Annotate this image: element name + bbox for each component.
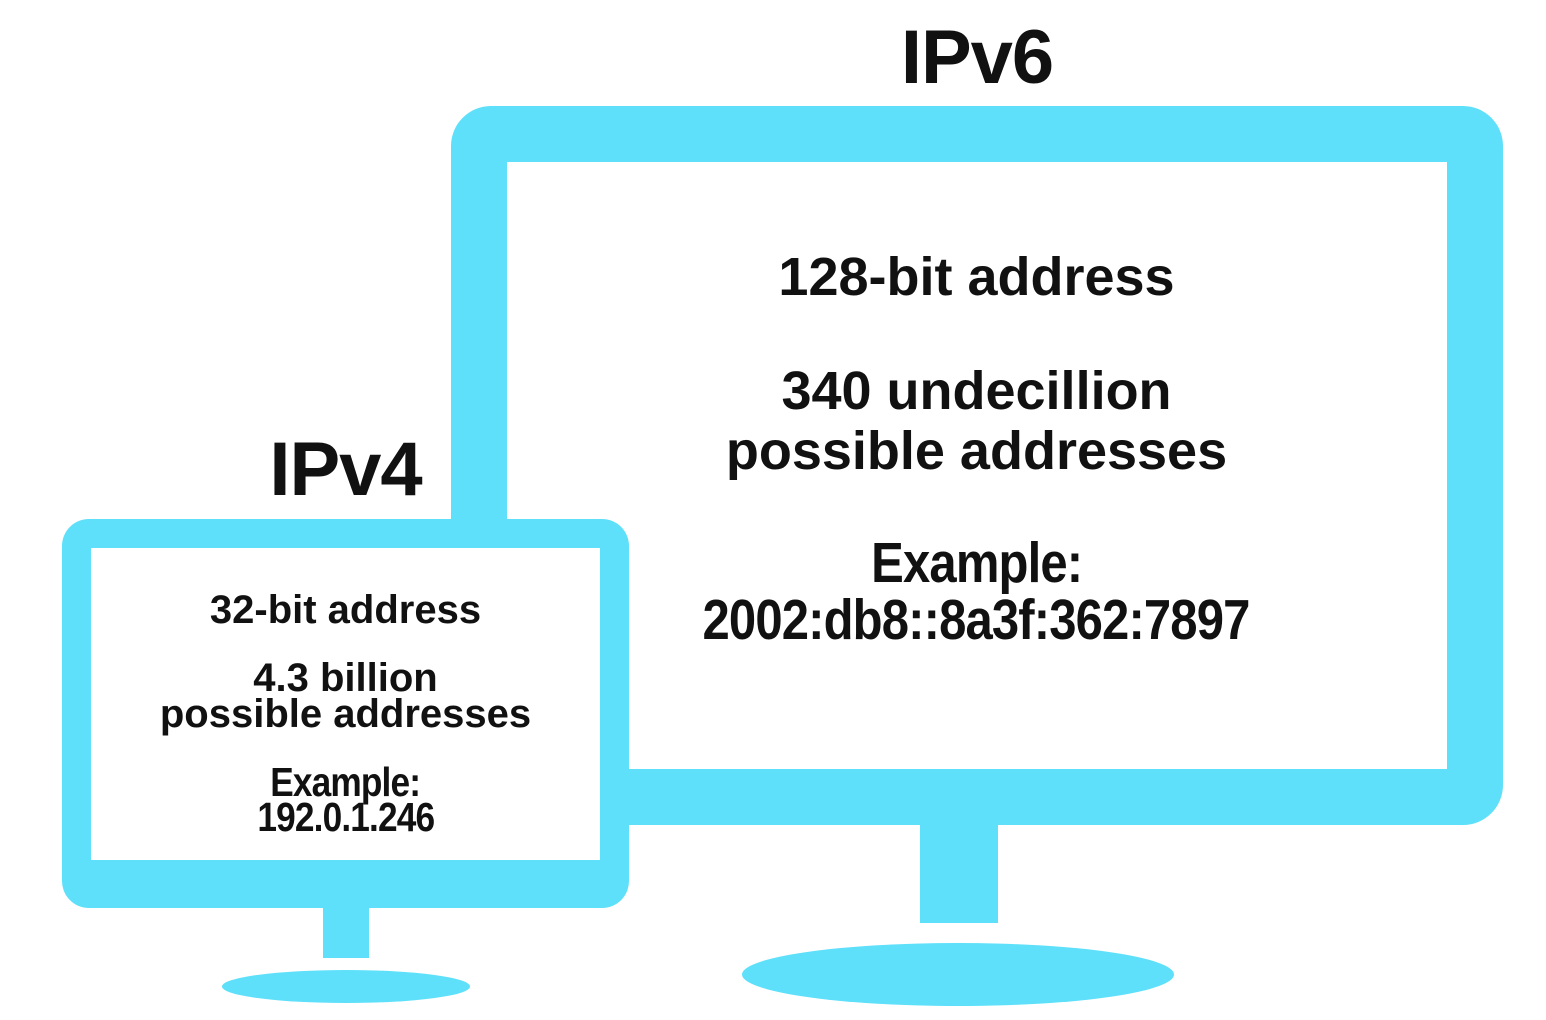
ipv6-title: IPv6 xyxy=(900,15,1054,100)
ipv6-monitor-base xyxy=(742,943,1174,1006)
ipv6-example-label: Example: xyxy=(508,535,1445,592)
ipv6-bits-label: 128-bit address xyxy=(778,247,1175,307)
ipv4-example-label-text: Example: xyxy=(270,759,422,805)
ipv4-example-address: 192.0.1.246 xyxy=(91,797,600,838)
ipv4-bits-label: 32-bit address xyxy=(209,588,482,632)
ipv6-example-address: 2002:db8::8a3f:362:7897 xyxy=(508,592,1445,649)
ipv6-example-label-text: Example: xyxy=(870,531,1083,595)
ipv6-example-address-text: 2002:db8::8a3f:362:7897 xyxy=(702,588,1251,652)
ipv4-monitor-base xyxy=(222,970,470,1003)
ipv6-capacity-line2: possible addresses xyxy=(725,421,1228,481)
ipv6-capacity-line1: 340 undecillion xyxy=(781,361,1172,421)
ipv4-capacity-line2: possible addresses xyxy=(159,692,532,736)
ipv4-capacity-line1: 4.3 billion xyxy=(253,656,438,700)
ipv4-example-address-text: 192.0.1.246 xyxy=(257,794,435,840)
ipv4-monitor-stand xyxy=(323,906,369,958)
ipv4-example-label: Example: xyxy=(91,762,600,803)
ipv4-title: IPv4 xyxy=(269,427,422,512)
ipv4-monitor-screen xyxy=(62,519,629,908)
ipv6-monitor-stand xyxy=(920,823,998,923)
